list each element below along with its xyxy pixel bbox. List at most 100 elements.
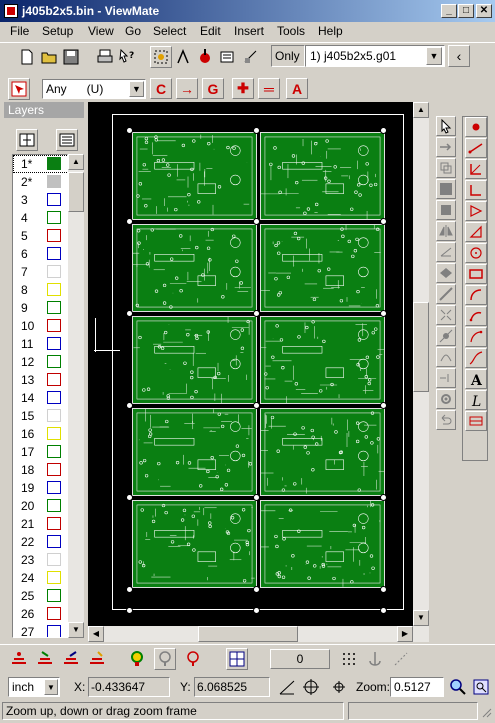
text-layer-icon[interactable] bbox=[86, 648, 108, 670]
origin-icon[interactable] bbox=[300, 676, 322, 698]
layer-color-swatch[interactable] bbox=[47, 337, 61, 350]
drill-icon[interactable] bbox=[194, 46, 216, 68]
menu-tools[interactable]: Tools bbox=[277, 24, 306, 38]
anchor-icon[interactable] bbox=[364, 648, 386, 670]
menu-help[interactable]: Help bbox=[318, 24, 343, 38]
scroll-down-icon[interactable]: ▼ bbox=[413, 610, 429, 626]
angle-icon[interactable] bbox=[276, 676, 298, 698]
layer-color-swatch[interactable] bbox=[47, 319, 61, 332]
layer-color-swatch[interactable] bbox=[47, 175, 61, 188]
scroll-up-icon[interactable]: ▲ bbox=[413, 102, 429, 118]
dimension-tool-icon[interactable] bbox=[465, 411, 487, 431]
undo-icon[interactable] bbox=[436, 410, 456, 430]
maximize-button[interactable]: □ bbox=[458, 4, 474, 18]
save-icon[interactable] bbox=[60, 46, 82, 68]
layer-color-swatch[interactable] bbox=[47, 535, 61, 548]
layer-select-dropdown-icon[interactable]: ▼ bbox=[426, 47, 442, 65]
filter-c-button[interactable]: C bbox=[150, 78, 172, 99]
line-tool-icon[interactable] bbox=[465, 138, 487, 158]
layer-color-swatch[interactable] bbox=[47, 589, 61, 602]
layer-color-swatch[interactable] bbox=[47, 463, 61, 476]
layer-color-swatch[interactable] bbox=[47, 355, 61, 368]
layer-row[interactable]: 24 bbox=[13, 569, 67, 587]
layer-row[interactable]: 19 bbox=[13, 479, 67, 497]
layer-list-scrollbar[interactable]: ▲ ▼ bbox=[68, 154, 84, 638]
chevron-down-icon[interactable]: ▼ bbox=[44, 679, 58, 695]
layer-row[interactable]: 3 bbox=[13, 191, 67, 209]
layer-color-swatch[interactable] bbox=[47, 301, 61, 314]
triangle-tool-icon[interactable] bbox=[465, 201, 487, 221]
canvas-vscroll-thumb[interactable] bbox=[413, 302, 429, 392]
only-toggle[interactable]: Only bbox=[271, 45, 305, 67]
layer-row[interactable]: 25 bbox=[13, 587, 67, 605]
move-icon[interactable] bbox=[436, 137, 456, 157]
layer-color-swatch[interactable] bbox=[47, 283, 61, 296]
layer-color-swatch[interactable] bbox=[47, 625, 61, 637]
layer-color-swatch[interactable] bbox=[47, 427, 61, 440]
layer-row[interactable]: 9 bbox=[13, 299, 67, 317]
scroll-up-icon[interactable]: ▲ bbox=[68, 154, 84, 170]
menu-select[interactable]: Select bbox=[153, 24, 187, 38]
layer-color-swatch[interactable] bbox=[47, 607, 61, 620]
node-icon[interactable] bbox=[436, 326, 456, 346]
trim-icon[interactable] bbox=[436, 368, 456, 388]
grid-window-icon[interactable] bbox=[226, 648, 248, 670]
layer-row[interactable]: 12 bbox=[13, 353, 67, 371]
lamp-red-icon[interactable] bbox=[182, 648, 204, 670]
dot-tool-icon[interactable] bbox=[465, 117, 487, 137]
rotate-icon[interactable] bbox=[436, 242, 456, 262]
menu-view[interactable]: View bbox=[88, 24, 114, 38]
layer-row[interactable]: 11 bbox=[13, 335, 67, 353]
layer-row[interactable]: 16 bbox=[13, 425, 67, 443]
chevron-down-icon[interactable]: ▼ bbox=[129, 81, 144, 97]
layer-select[interactable]: 1) j405b2x5.g01 bbox=[305, 45, 445, 67]
layer-row[interactable]: 27 bbox=[13, 623, 67, 637]
pad-tool-icon[interactable] bbox=[150, 46, 172, 68]
mirror-icon[interactable] bbox=[436, 221, 456, 241]
filter-g-button[interactable]: G bbox=[202, 78, 224, 99]
layer-color-swatch[interactable] bbox=[47, 445, 61, 458]
layer-row[interactable]: 1* bbox=[13, 155, 67, 173]
layer-color-swatch[interactable] bbox=[47, 571, 61, 584]
filter-arrow-button[interactable]: → bbox=[176, 78, 198, 99]
menu-file[interactable]: File bbox=[10, 24, 30, 38]
layer-row[interactable]: 8 bbox=[13, 281, 67, 299]
layer-row[interactable]: 18 bbox=[13, 461, 67, 479]
layout-icon[interactable] bbox=[240, 46, 262, 68]
polyline-tool-icon[interactable] bbox=[465, 159, 487, 179]
scroll-left-icon[interactable]: ◀ bbox=[88, 626, 104, 642]
zoom-fit-icon[interactable] bbox=[470, 676, 492, 698]
stretch-icon[interactable] bbox=[436, 263, 456, 283]
filter-cross-button[interactable]: ✚ bbox=[232, 78, 254, 99]
break-icon[interactable] bbox=[436, 347, 456, 367]
layer-color-swatch[interactable] bbox=[47, 247, 61, 260]
collapse-layers-icon[interactable] bbox=[16, 129, 38, 151]
layer-row[interactable]: 2* bbox=[13, 173, 67, 191]
rectangle-tool-icon[interactable] bbox=[465, 264, 487, 284]
layer-row[interactable]: 23 bbox=[13, 551, 67, 569]
italic-text-tool-icon[interactable]: L bbox=[465, 390, 487, 410]
minimize-button[interactable]: _ bbox=[441, 4, 457, 18]
layer-color-swatch[interactable] bbox=[47, 481, 61, 494]
unit-select[interactable]: inch ▼ bbox=[8, 677, 60, 697]
layer-color-swatch[interactable] bbox=[47, 193, 61, 206]
print-icon[interactable] bbox=[94, 46, 116, 68]
arc-layer-icon[interactable] bbox=[60, 648, 82, 670]
layer-color-swatch[interactable] bbox=[47, 211, 61, 224]
copy-icon[interactable] bbox=[436, 158, 456, 178]
filter-select[interactable]: Any (U) ▼ bbox=[42, 79, 146, 99]
text-tool-icon[interactable]: A bbox=[465, 369, 487, 389]
layer-color-swatch[interactable] bbox=[47, 157, 61, 170]
open-folder-icon[interactable] bbox=[38, 46, 60, 68]
zoom-magnifier-icon[interactable] bbox=[447, 676, 469, 698]
spline-tool-icon[interactable] bbox=[465, 348, 487, 368]
layer-row[interactable]: 26 bbox=[13, 605, 67, 623]
layer-color-swatch[interactable] bbox=[47, 265, 61, 278]
gear-icon[interactable] bbox=[436, 389, 456, 409]
drawing-canvas[interactable] bbox=[88, 102, 429, 626]
help-pointer-icon[interactable]: ? bbox=[116, 46, 138, 68]
close-button[interactable]: ✕ bbox=[476, 4, 492, 18]
layer-color-swatch[interactable] bbox=[47, 409, 61, 422]
measure-icon[interactable] bbox=[172, 46, 194, 68]
